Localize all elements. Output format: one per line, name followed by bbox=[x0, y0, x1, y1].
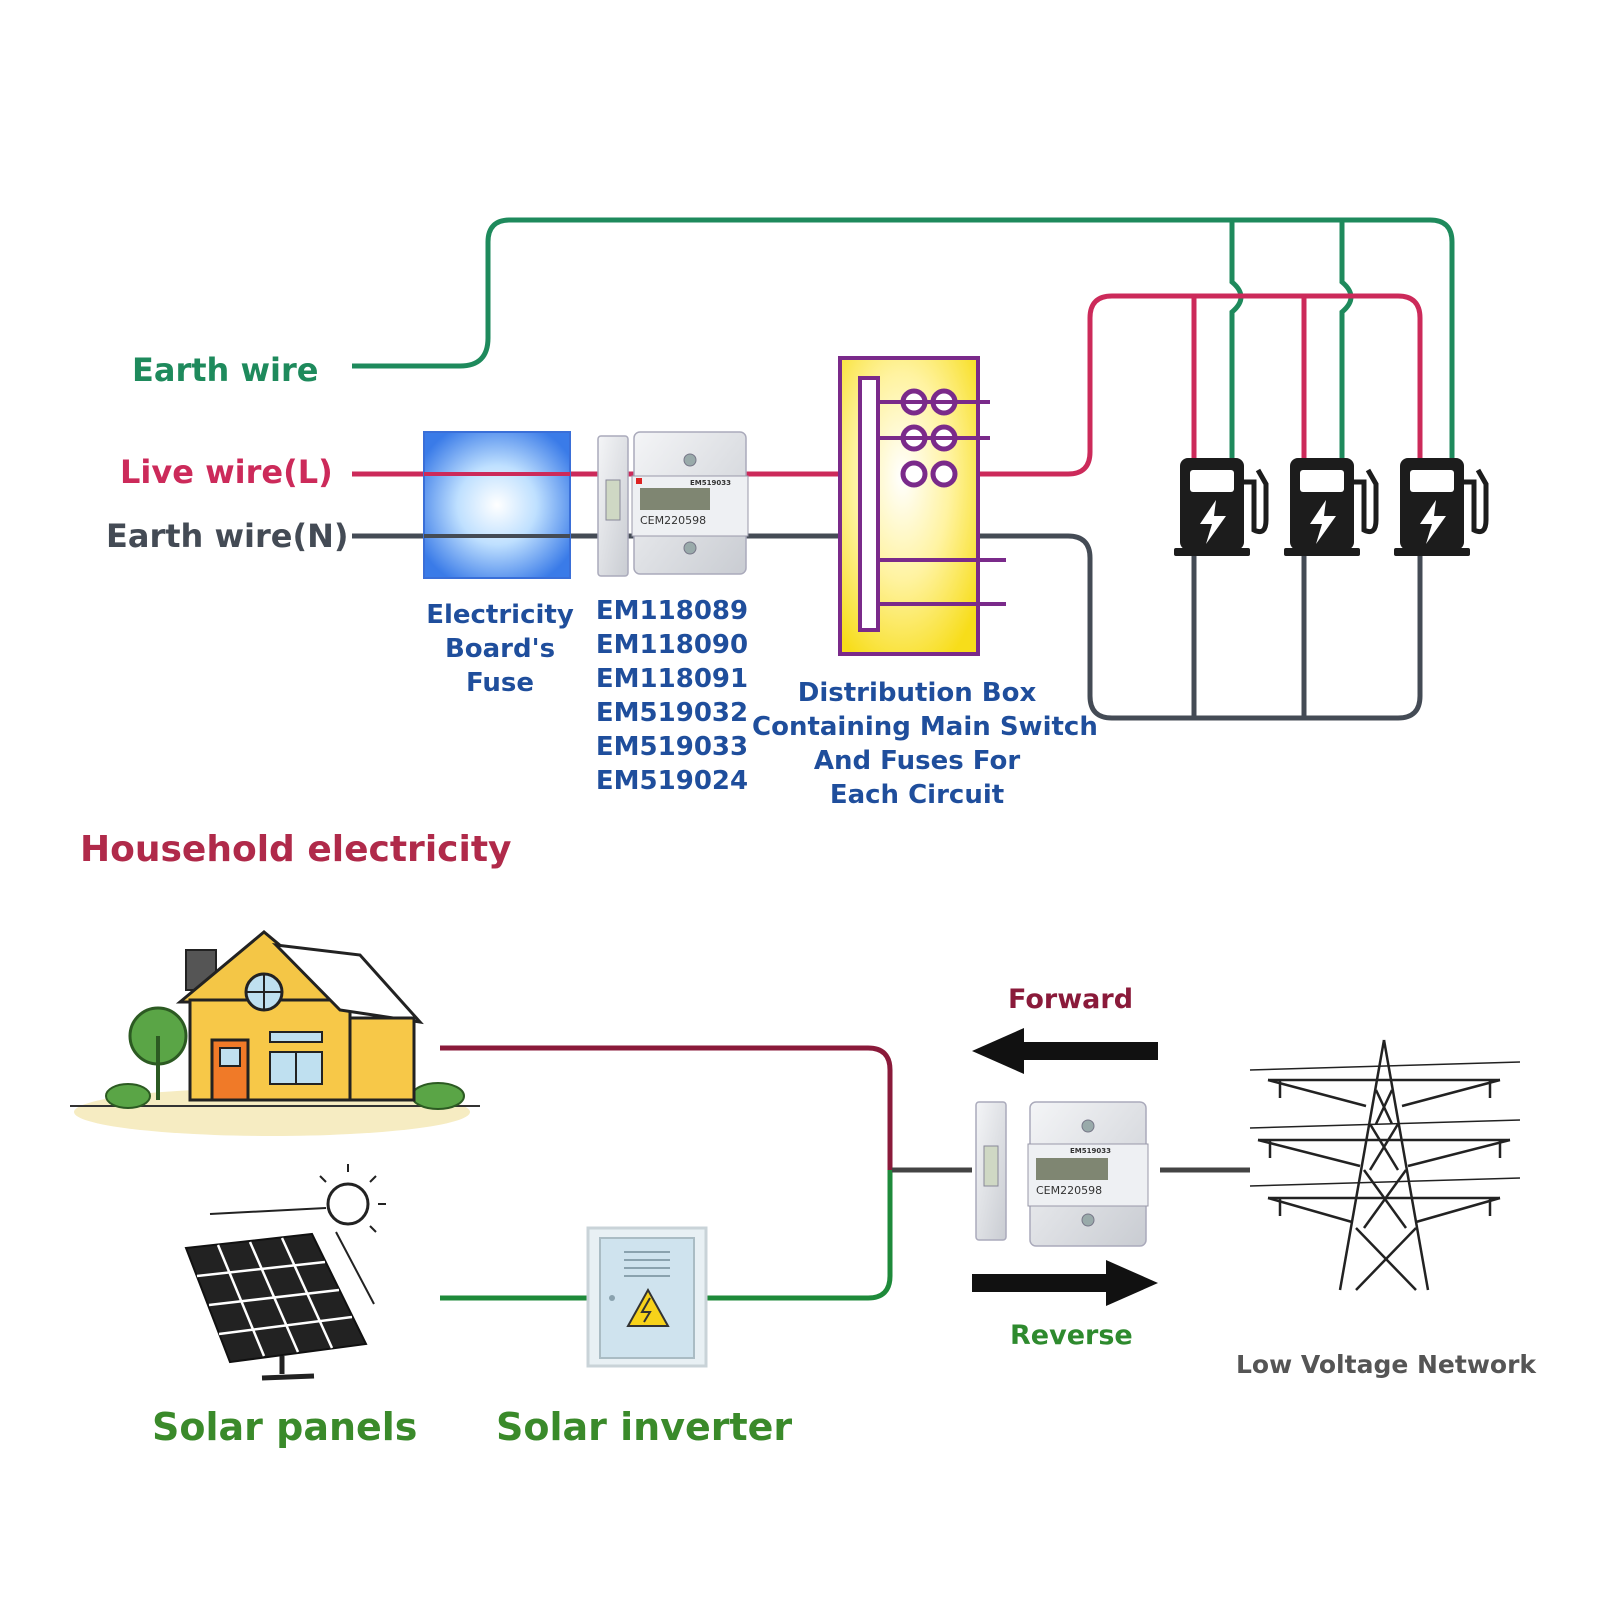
transmission-tower-icon bbox=[1249, 1039, 1521, 1291]
reverse-arrow bbox=[972, 1260, 1158, 1306]
solar-wire bbox=[440, 1170, 893, 1301]
earth-drop-1 bbox=[1229, 220, 1244, 460]
meter-model-item: EM519024 bbox=[595, 766, 749, 796]
meter-model-text: EM519033 bbox=[1070, 1147, 1111, 1155]
distribution-box-label: Distribution Box Containing Main Switch … bbox=[752, 676, 1098, 812]
earth-drop-2 bbox=[1339, 220, 1354, 460]
forward-arrow bbox=[972, 1028, 1158, 1074]
live-wire-label: Live wire(L) bbox=[120, 453, 333, 491]
solar-inverter-icon bbox=[586, 1226, 708, 1368]
meter-lcd-text: CEM220598 bbox=[1036, 1184, 1102, 1197]
meter-lcd-text: CEM220598 bbox=[640, 514, 706, 527]
household-title: Household electricity bbox=[80, 829, 512, 870]
distribution-box-label-line: Containing Main Switch bbox=[752, 712, 1098, 742]
house-wire bbox=[440, 1045, 893, 1170]
meter-model-item: EM118090 bbox=[595, 630, 749, 660]
neutral-wire-label: Earth wire(N) bbox=[106, 517, 349, 555]
fuse-label: Electricity Board's Fuse bbox=[420, 598, 580, 700]
fuse-label-line: Electricity bbox=[426, 600, 574, 630]
distribution-box-label-line: Each Circuit bbox=[829, 780, 1005, 810]
house-icon bbox=[70, 930, 480, 1136]
fuse-label-line: Fuse bbox=[465, 668, 535, 698]
reverse-label: Reverse bbox=[1010, 1320, 1133, 1351]
meter-model-item: EM118091 bbox=[595, 664, 749, 694]
meter-model-text: EM519033 bbox=[690, 479, 731, 487]
fuse-box bbox=[423, 431, 571, 579]
earth-wire-label: Earth wire bbox=[132, 351, 319, 389]
ev-charger-icon bbox=[1174, 458, 1269, 556]
distribution-box-label-line: And Fuses For bbox=[813, 746, 1021, 776]
solar-inverter-label: Solar inverter bbox=[496, 1405, 793, 1449]
distribution-box bbox=[838, 356, 1006, 656]
ev-charger-icon bbox=[1284, 458, 1379, 556]
meter-model-item: EM519033 bbox=[595, 732, 749, 762]
meter-model-list: EM118089 EM118090 EM118091 EM519032 EM51… bbox=[588, 594, 756, 798]
solar-panels-label: Solar panels bbox=[152, 1405, 418, 1449]
energy-meter-bottom: EM519033 CEM220598 bbox=[975, 1101, 1149, 1247]
meter-model-item: EM519032 bbox=[595, 698, 749, 728]
fuse-label-line: Board's bbox=[444, 634, 556, 664]
solar-panel-icon bbox=[184, 1164, 386, 1381]
neutral-wire-out bbox=[980, 533, 1423, 721]
live-wire-out bbox=[980, 293, 1423, 477]
earth-wire bbox=[352, 217, 1455, 460]
ev-charger-icon bbox=[1394, 458, 1489, 556]
meter-model-item: EM118089 bbox=[595, 596, 749, 626]
distribution-box-label-line: Distribution Box bbox=[797, 678, 1037, 708]
forward-label: Forward bbox=[1008, 984, 1134, 1015]
low-voltage-network-label: Low Voltage Network bbox=[1236, 1350, 1537, 1379]
energy-meter-top: EM519033 CEM220598 bbox=[597, 431, 749, 577]
